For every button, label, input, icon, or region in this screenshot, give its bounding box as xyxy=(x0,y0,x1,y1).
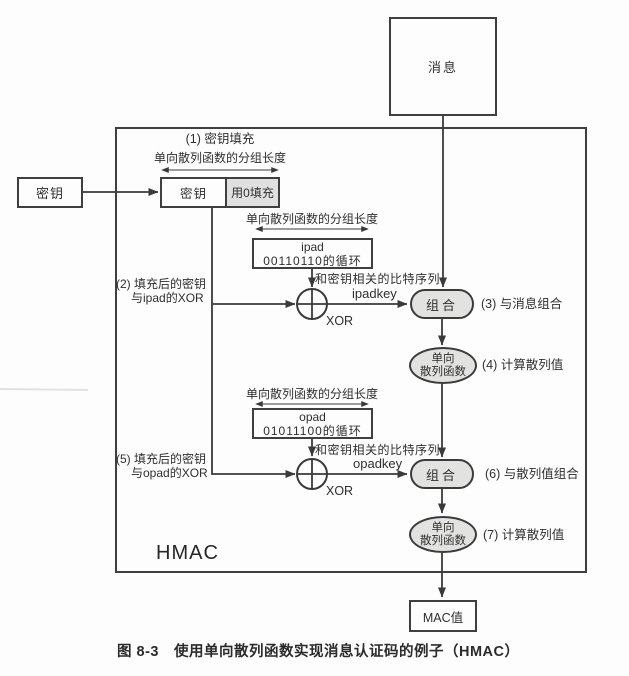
zero-padding-label: 用0填充 xyxy=(231,186,274,200)
xor-label-2: XOR xyxy=(326,484,354,498)
xor-icon xyxy=(296,288,328,320)
block-length-label-opad: 单向散列函数的分组长度 xyxy=(245,387,378,401)
step2-annotation: (2) 填充后的密钥 与ipad的XOR xyxy=(116,277,216,306)
ipadkey-label: ipadkey xyxy=(352,286,397,301)
zero-padding-cell: 用0填充 xyxy=(225,179,278,206)
message-box: 消息 xyxy=(389,17,497,116)
padded-key-cell: 密钥 xyxy=(162,179,225,206)
key-box: 密钥 xyxy=(17,177,83,208)
mac-box: MAC值 xyxy=(409,600,477,632)
ipad-name: ipad xyxy=(301,239,324,254)
hash2-line2: 散列函数 xyxy=(420,534,466,547)
ipad-cycle: 00110110的循环 xyxy=(263,253,362,268)
ipad-box: ipad 00110110的循环 xyxy=(252,238,373,269)
hash2-node: 单向 散列函数 xyxy=(409,516,477,553)
block-length-label-ipad: 单向散列函数的分组长度 xyxy=(245,212,378,226)
padded-key-box: 密钥 用0填充 xyxy=(160,177,280,208)
opad-name: opad xyxy=(299,409,326,424)
key-bits-label-2: 和密钥相关的比特序列 xyxy=(315,443,441,457)
step2-line1: (2) 填充后的密钥 xyxy=(116,277,207,291)
step5-line2: 与opad的XOR xyxy=(131,466,208,481)
step7-label: (7) 计算散列值 xyxy=(483,528,565,542)
opad-cycle: 01011100的循环 xyxy=(263,423,362,438)
line-paddedkey-to-xor2 xyxy=(211,207,296,478)
block-length-label-key: 单向散列函数的分组长度 xyxy=(153,151,286,165)
xor-label-1: XOR xyxy=(326,314,354,328)
hash2-line1: 单向 xyxy=(431,521,455,534)
scan-artifact xyxy=(0,388,89,391)
step4-label: (4) 计算散列值 xyxy=(482,358,564,372)
key-bits-label-1: 和密钥相关的比特序列 xyxy=(315,272,441,286)
hash1-line1: 单向 xyxy=(431,352,455,365)
combine1-node: 组合 xyxy=(410,289,474,319)
key-box-label: 密钥 xyxy=(35,186,64,201)
opad-box: opad 01011100的循环 xyxy=(252,408,373,439)
padded-key-label: 密钥 xyxy=(179,187,207,201)
mac-box-label: MAC值 xyxy=(422,610,464,625)
opadkey-label: opadkey xyxy=(353,456,403,471)
xor-icon xyxy=(296,458,328,490)
step3-label: (3) 与消息组合 xyxy=(481,297,563,311)
message-box-label: 消息 xyxy=(427,60,458,75)
combine2-label: 组合 xyxy=(425,467,458,483)
step2-line2: 与ipad的XOR xyxy=(131,291,204,306)
step1-label: (1) 密钥填充 xyxy=(185,132,255,146)
hmac-label: HMAC xyxy=(156,542,219,564)
step6-label: (6) 与散列值组合 xyxy=(485,467,579,481)
combine2-node: 组合 xyxy=(410,459,474,489)
step5-line1: (5) 填充后的密钥 xyxy=(116,452,207,466)
hmac-frame xyxy=(115,127,587,573)
combine1-label: 组合 xyxy=(425,297,458,313)
figure-caption: 图 8-3 使用单向散列函数实现消息认证码的例子（HMAC） xyxy=(117,644,520,660)
hash1-node: 单向 散列函数 xyxy=(409,347,477,384)
hash1-line2: 散列函数 xyxy=(420,365,466,378)
step5-annotation: (5) 填充后的密钥 与opad的XOR xyxy=(116,452,216,481)
